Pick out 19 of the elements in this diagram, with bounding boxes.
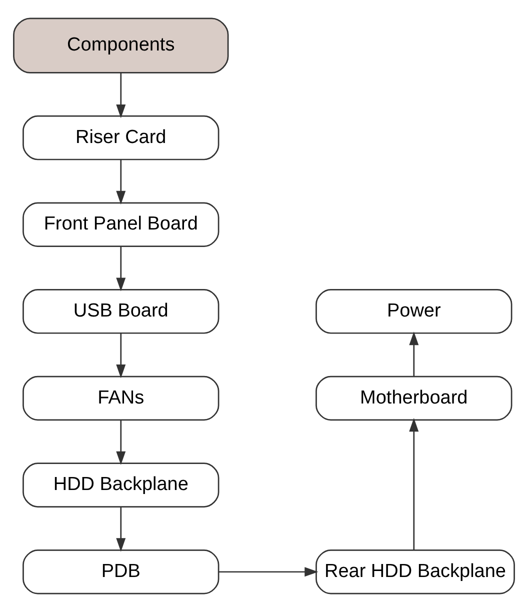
node-box: FANs <box>22 376 220 421</box>
arrow <box>116 420 126 465</box>
arrow <box>218 567 318 577</box>
node-box: Front Panel Board <box>22 202 220 247</box>
arrow <box>116 246 126 292</box>
node-box: Motherboard <box>316 376 512 421</box>
node-box: HDD Backplane <box>22 462 220 508</box>
node-box: USB Board <box>22 289 220 334</box>
arrow <box>409 332 419 376</box>
arrow <box>116 333 126 378</box>
arrow <box>409 418 419 550</box>
arrow <box>116 506 126 552</box>
node-box: Power <box>316 289 512 334</box>
node-box: Riser Card <box>22 115 220 160</box>
node-box: PDB <box>22 549 220 594</box>
arrow <box>116 72 126 118</box>
arrow <box>116 160 126 204</box>
node-box: Components <box>13 18 229 74</box>
node-box: Rear HDD Backplane <box>316 549 515 594</box>
